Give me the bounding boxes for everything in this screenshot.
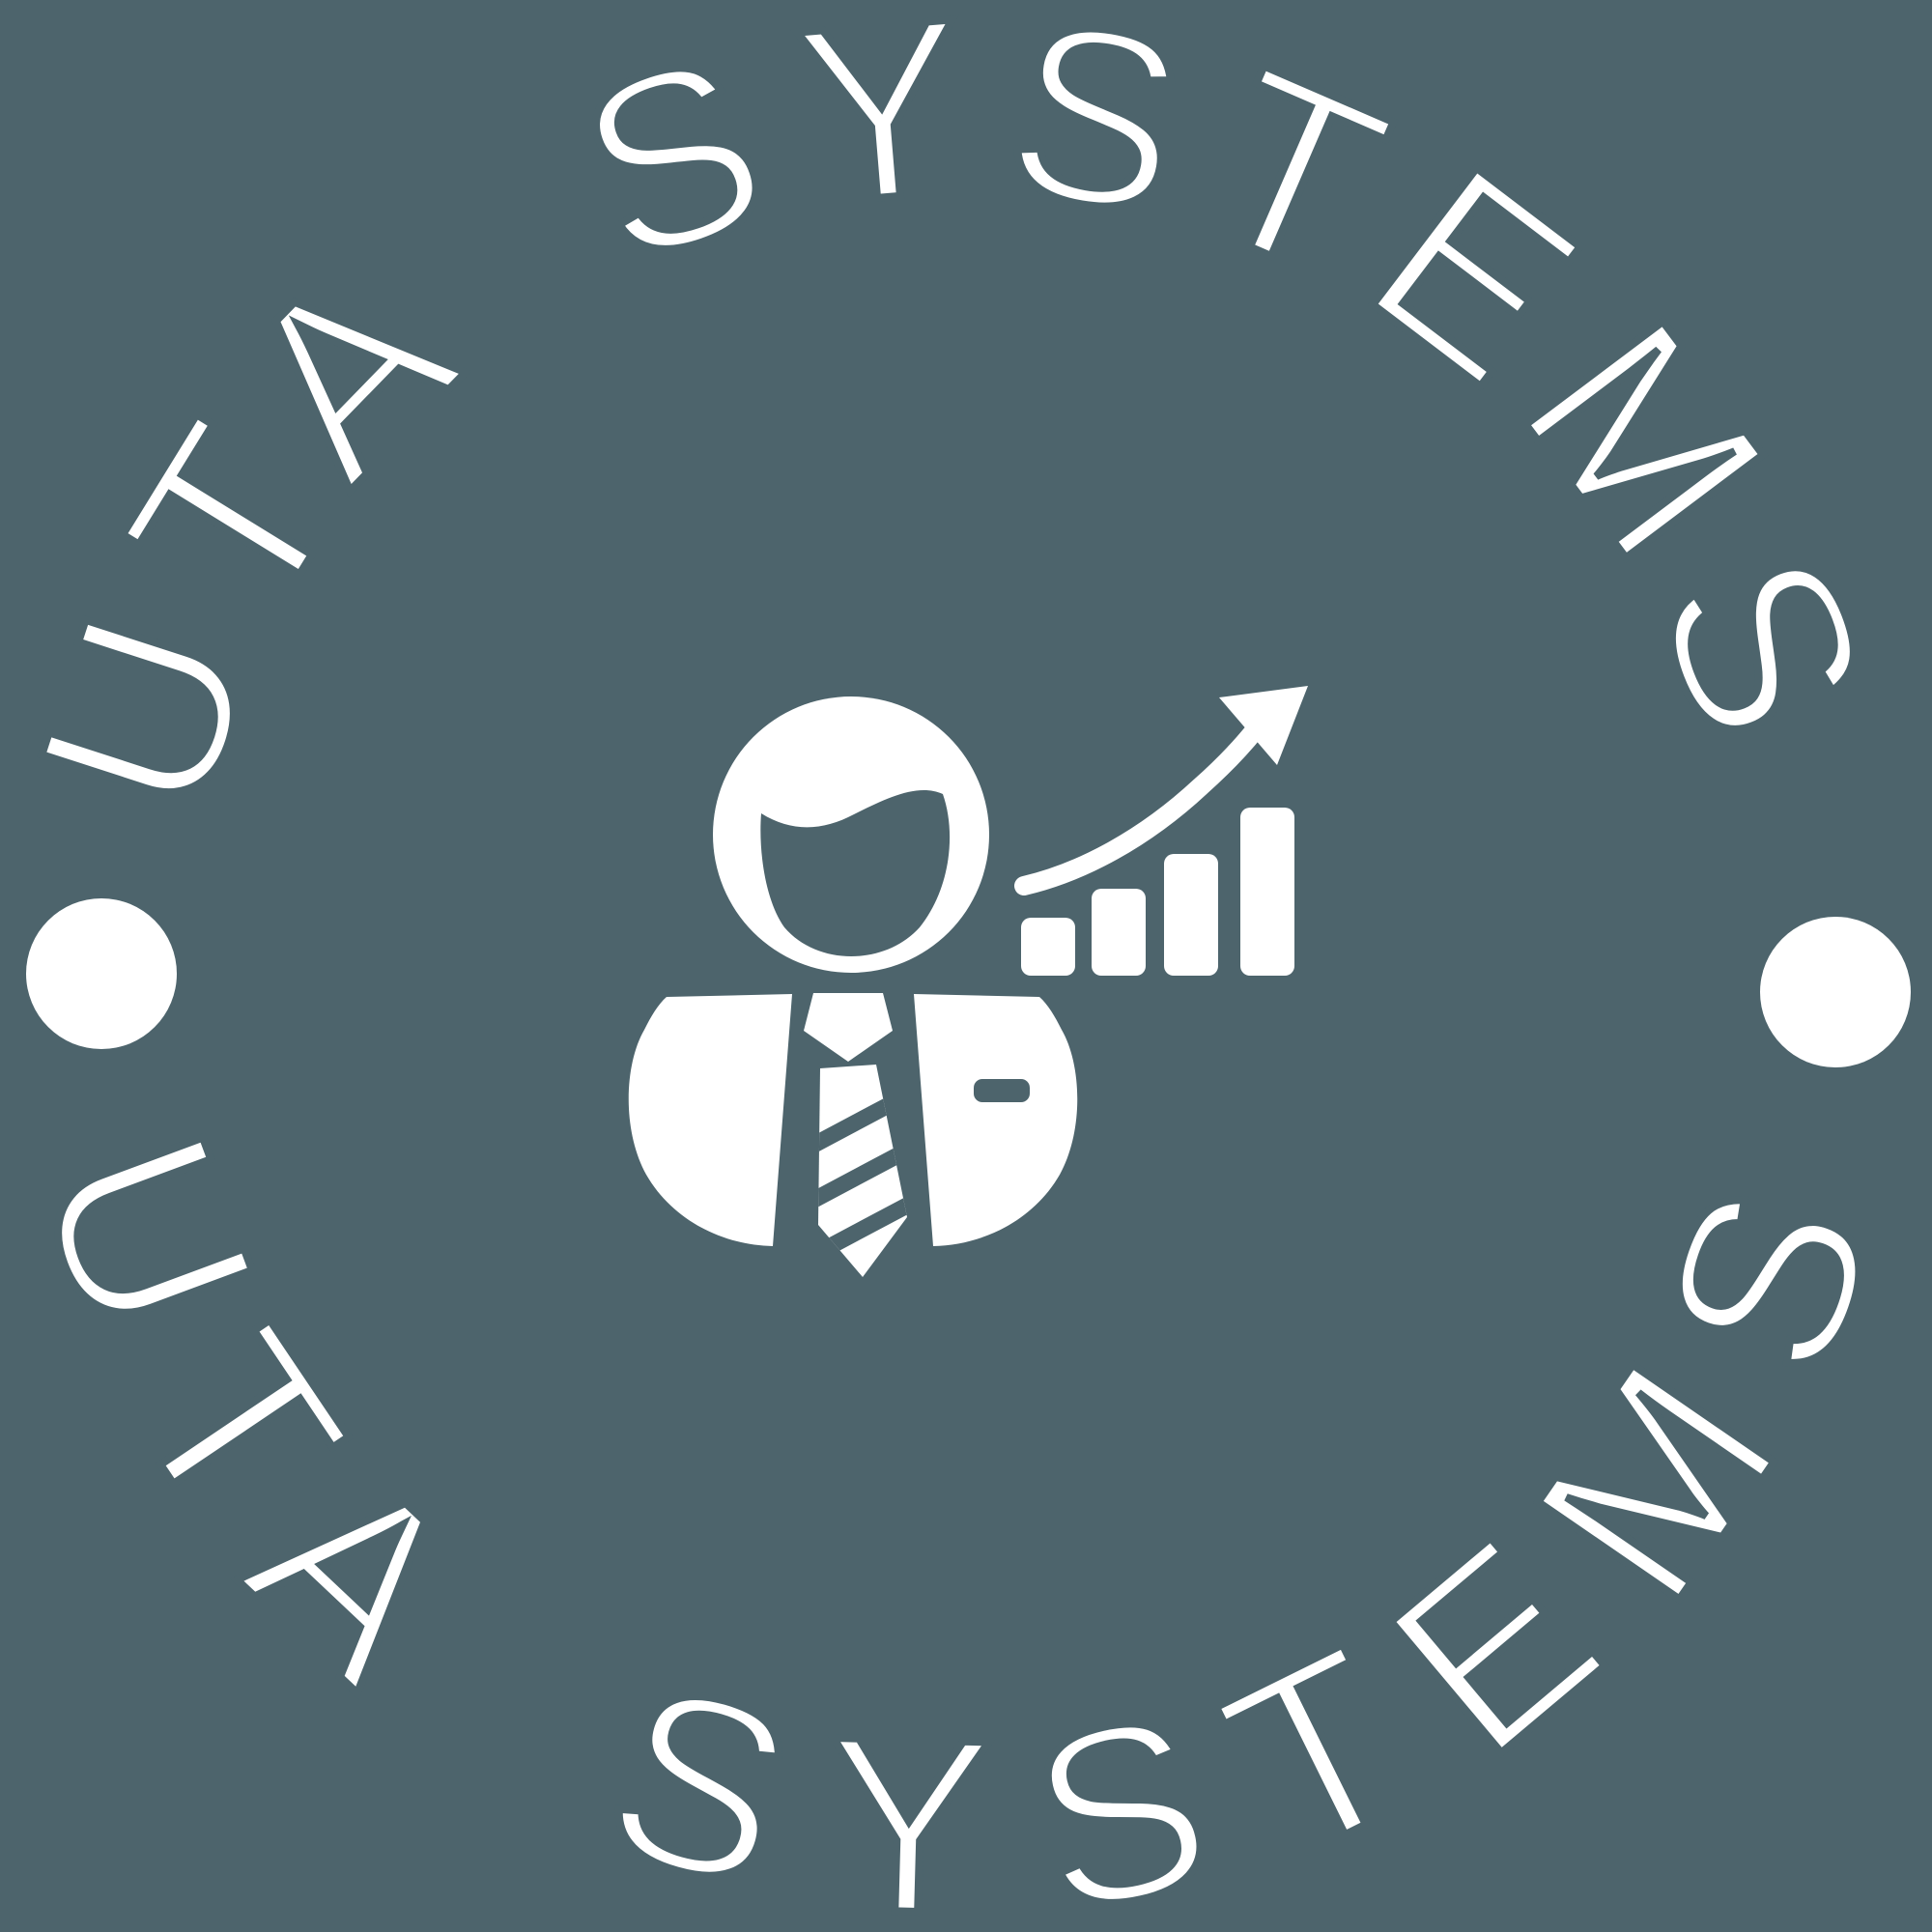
growth-arrow-head xyxy=(1219,686,1308,765)
pocket-square-dash xyxy=(974,1079,1030,1102)
tie-knot xyxy=(804,993,893,1062)
businessman-growth-icon xyxy=(628,686,1308,1277)
bar-4 xyxy=(1240,808,1294,976)
bar-2 xyxy=(1092,889,1146,976)
growth-arrow-curve xyxy=(1014,707,1275,895)
suit-right-lapel xyxy=(914,994,1078,1246)
separator-dot-right-icon xyxy=(1760,917,1911,1067)
growth-arrow-icon xyxy=(1014,686,1308,895)
separator-dot-left-icon xyxy=(26,898,177,1049)
bar-3 xyxy=(1164,854,1218,976)
bar-chart-icon xyxy=(1021,808,1294,976)
suit-left-lapel xyxy=(628,994,792,1246)
tie-stripe-2 xyxy=(818,1122,907,1219)
businessman-face-cutout xyxy=(760,789,951,956)
tie-stripe-1 xyxy=(818,1066,907,1164)
bar-1 xyxy=(1021,918,1075,976)
